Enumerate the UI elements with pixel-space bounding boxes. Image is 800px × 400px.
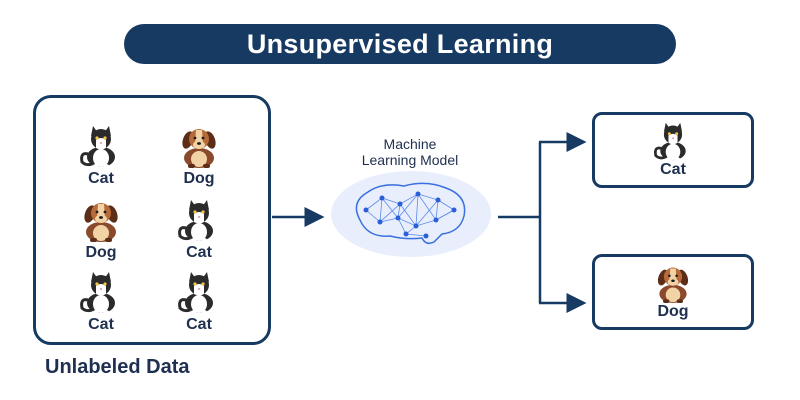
animal-item: Cat: [56, 270, 146, 334]
animal-label: Cat: [186, 316, 212, 333]
unlabeled-data-box: Cat Dog Dog Cat Cat Cat: [33, 95, 271, 345]
model-label: Machine Learning Model: [320, 136, 500, 168]
output-box-cat: Cat: [592, 112, 754, 188]
animal-label: Dog: [85, 244, 117, 261]
output-label-cat: Cat: [660, 161, 686, 178]
output-label-dog: Dog: [657, 303, 689, 320]
animal-item: Dog: [154, 124, 244, 188]
animal-label: Cat: [88, 316, 114, 333]
animal-label: Cat: [186, 244, 212, 261]
animal-item: Cat: [56, 124, 146, 188]
animal-item: Dog: [56, 198, 146, 262]
cat-icon: [650, 121, 696, 161]
animal-item: Cat: [154, 270, 244, 334]
dog-icon: [650, 263, 696, 303]
brain-network-icon: [355, 182, 466, 245]
animal-label: Cat: [88, 170, 114, 187]
diagram-title: Unsupervised Learning: [124, 24, 676, 64]
unlabeled-data-caption: Unlabeled Data: [45, 356, 190, 378]
model-label-line2: Learning Model: [361, 152, 459, 168]
animal-item: Cat: [154, 198, 244, 262]
output-box-dog: Dog: [592, 254, 754, 330]
animal-label: Dog: [183, 170, 215, 187]
model-label-line1: Machine: [383, 136, 437, 152]
